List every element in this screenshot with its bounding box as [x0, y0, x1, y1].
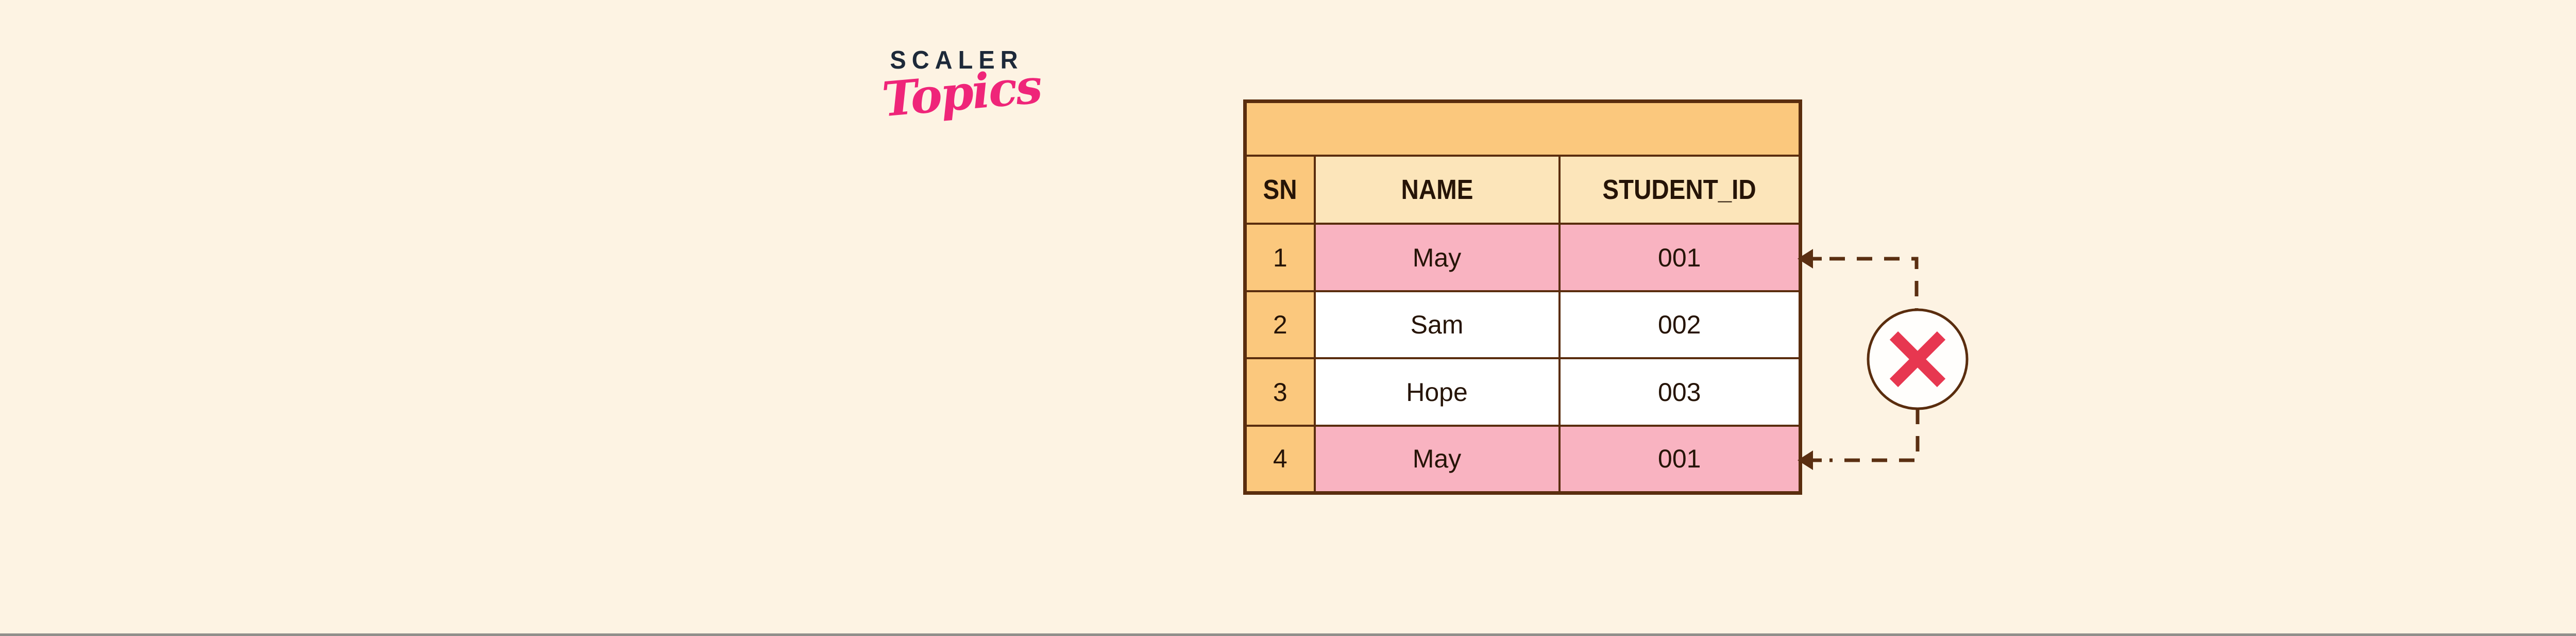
bottom-edge-bar	[0, 633, 2576, 636]
dashed-connector-bottom	[1829, 409, 1920, 462]
student-id-cell: 002	[1558, 290, 1802, 360]
student-table: SN NAME STUDENT_ID 1 May 001 2 Sam 002 3…	[1243, 99, 1803, 495]
header-label-sn: SN	[1263, 174, 1297, 206]
table-row: 1 May 001	[1244, 223, 1802, 292]
table-header-row: SN NAME STUDENT_ID	[1244, 154, 1802, 225]
cross-icon	[1889, 331, 1946, 388]
student-id-cell: 001	[1558, 424, 1802, 494]
header-cell-student-id: STUDENT_ID	[1558, 154, 1802, 225]
header-label-name: NAME	[1401, 174, 1473, 206]
header-cell-sn: SN	[1244, 154, 1316, 225]
name-cell: Hope	[1313, 357, 1561, 427]
sn-cell: 1	[1244, 223, 1316, 292]
table-row: 4 May 001	[1244, 424, 1802, 494]
student-id-cell: 003	[1558, 357, 1802, 427]
logo-script-text: Topics	[879, 58, 1043, 128]
sn-cell: 2	[1244, 290, 1316, 360]
table-banner-cell	[1244, 100, 1802, 157]
header-cell-name: NAME	[1313, 154, 1561, 225]
table-banner-row	[1244, 100, 1802, 157]
sn-cell: 3	[1244, 357, 1316, 427]
header-label-student-id: STUDENT_ID	[1602, 174, 1756, 206]
dashed-connector-top	[1829, 257, 1919, 314]
scaler-topics-logo: SCALER Topics	[880, 45, 1043, 128]
arrow-left-icon	[1798, 450, 1813, 470]
name-cell: May	[1313, 223, 1561, 292]
name-cell: May	[1313, 424, 1561, 494]
duplicate-annotation	[1798, 249, 1969, 470]
table-row: 2 Sam 002	[1244, 290, 1802, 360]
arrow-left-icon	[1798, 249, 1813, 269]
student-id-cell: 001	[1558, 223, 1802, 292]
logo-brand-text: SCALER	[890, 45, 1024, 74]
name-cell: Sam	[1313, 290, 1561, 360]
table-row: 3 Hope 003	[1244, 357, 1802, 427]
sn-cell: 4	[1244, 424, 1316, 494]
